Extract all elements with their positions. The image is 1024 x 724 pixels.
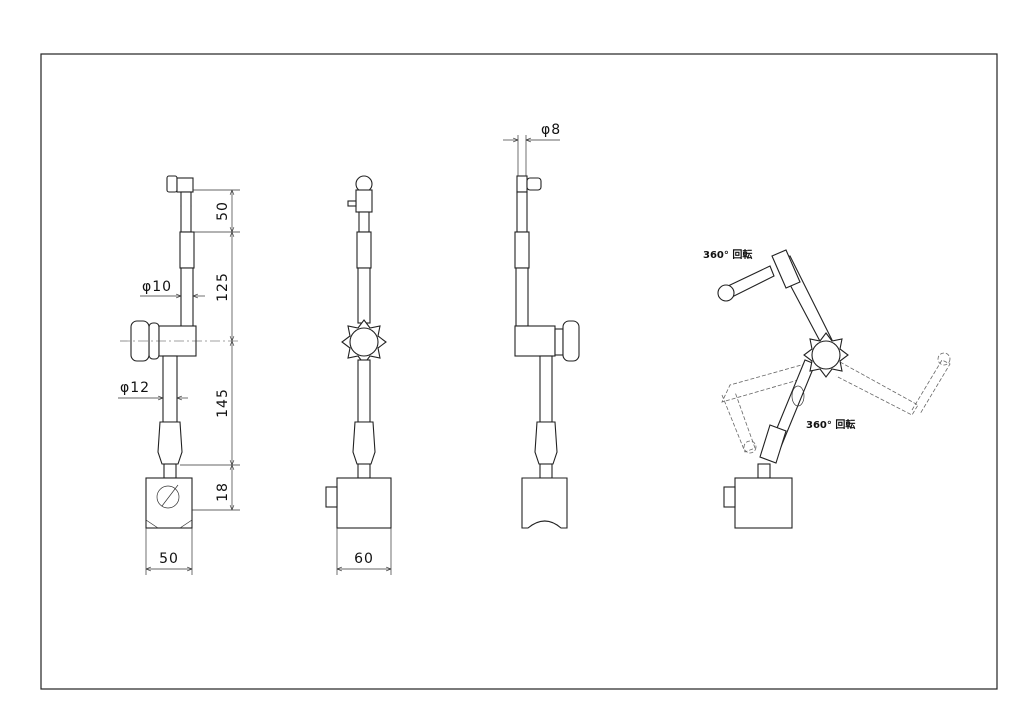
dim-base-60: 60 [354,551,374,567]
dim-145: 145 [215,388,231,418]
drawing-frame [40,53,998,690]
motion-view: 360° 回転 360° 回転 [703,248,951,529]
dim-50-vertical: 50 [215,201,231,221]
rotation-label-top: 360° 回転 [703,248,752,261]
side-view: 60 [325,175,392,575]
dim-dia-12: φ12 [120,380,150,396]
front-view: 50 125 145 18 φ10 φ12 50 [118,175,240,575]
dim-dia-8: φ8 [541,122,561,138]
dim-125: 125 [215,272,231,302]
dim-base-50: 50 [159,551,179,567]
dim-18: 18 [215,482,231,502]
rotation-label-bottom: 360° 回転 [806,418,855,431]
dim-dia-10: φ10 [142,279,172,295]
rear-view: φ8 [503,122,580,529]
